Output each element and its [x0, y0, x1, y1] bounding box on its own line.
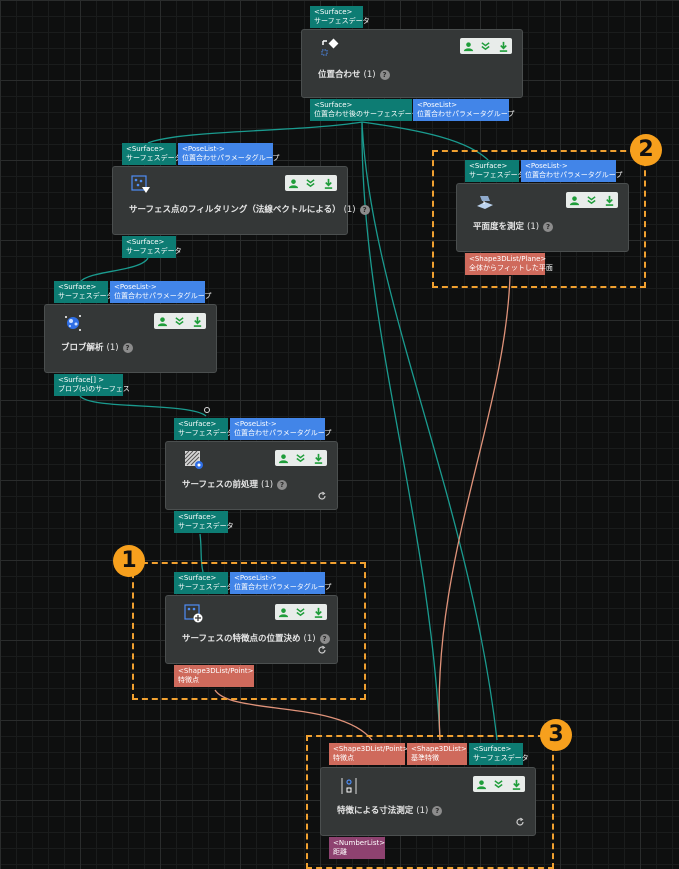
node-controls: [473, 776, 525, 792]
measure-input-port-surface[interactable]: <Surface> サーフェスデータ: [469, 743, 529, 765]
eye-icon[interactable]: [288, 178, 299, 189]
measure-input-port-shape[interactable]: <Shape3DList> 基準特徴: [407, 743, 467, 765]
node-title: ブロブ解析(1)?: [61, 341, 133, 353]
eye-icon[interactable]: [463, 41, 474, 52]
blob-input-port-surface[interactable]: <Surface> サーフェスデータ: [54, 281, 114, 303]
wire-filter-to-blob: [79, 257, 149, 283]
node-controls: [566, 192, 618, 208]
collapse-chevrons-icon[interactable]: [480, 41, 491, 52]
refresh-icon[interactable]: [515, 817, 525, 827]
preprocess-input-port-surface[interactable]: <Surface> サーフェスデータ: [174, 418, 234, 440]
eye-icon[interactable]: [278, 453, 289, 464]
blob-analysis-icon: [65, 315, 81, 331]
refresh-icon[interactable]: [317, 645, 327, 655]
node-measure[interactable]: 特徴による寸法測定(1)?: [320, 767, 536, 836]
download-arrow-icon[interactable]: [511, 779, 522, 790]
help-icon[interactable]: ?: [277, 479, 288, 490]
eye-icon[interactable]: [569, 195, 580, 206]
feature-output-port[interactable]: <Shape3DList/Point> 特徴点: [174, 665, 254, 687]
help-icon[interactable]: ?: [432, 805, 443, 816]
filter-input-port-surface[interactable]: <Surface> サーフェスデータ: [122, 143, 182, 165]
collapse-chevrons-icon[interactable]: [493, 779, 504, 790]
node-title: サーフェスの前処理(1)?: [182, 478, 288, 490]
eye-icon[interactable]: [278, 607, 289, 618]
collapse-chevrons-icon[interactable]: [295, 453, 306, 464]
help-icon[interactable]: ?: [122, 342, 133, 353]
download-arrow-icon[interactable]: [498, 41, 509, 52]
highlight-box-1: [132, 562, 366, 700]
node-blob[interactable]: ブロブ解析(1)?: [44, 304, 217, 373]
filter-output-port[interactable]: <Surface> サーフェスデータ: [122, 236, 182, 258]
badge-3: 3: [540, 719, 572, 751]
node-title: 位置合わせ(1)?: [318, 68, 390, 80]
wire-align-to-measure-b: [361, 121, 441, 741]
download-arrow-icon[interactable]: [192, 316, 203, 327]
collapse-chevrons-icon[interactable]: [586, 195, 597, 206]
badge-1: 1: [113, 545, 145, 577]
node-controls: [275, 450, 327, 466]
collapse-chevrons-icon[interactable]: [174, 316, 185, 327]
node-controls: [154, 313, 206, 329]
preprocess-output-port[interactable]: <Surface> サーフェスデータ: [174, 511, 234, 533]
feature-input-port-poselist[interactable]: <PoseList-> 位置合わせパラメータグループ: [230, 572, 331, 594]
highlight-box-2: [432, 150, 646, 288]
node-filter[interactable]: サーフェス点のフィルタリング（法線ベクトルによる）(1)?: [112, 166, 370, 235]
highlight-box-3: [306, 735, 554, 869]
node-align[interactable]: 位置合わせ(1)?: [301, 29, 523, 98]
node-title: サーフェスの特徴点の位置決め(1)?: [182, 632, 330, 644]
wire-align-to-filter: [147, 121, 363, 144]
measure-input-port-point[interactable]: <Shape3DList/Point> 特徴点: [329, 743, 408, 765]
badge-2: 2: [630, 134, 662, 166]
node-feature[interactable]: サーフェスの特徴点の位置決め(1)?: [165, 595, 338, 664]
node-controls: [275, 604, 327, 620]
flatness-input-port-surface[interactable]: <Surface> サーフェスデータ: [465, 160, 525, 182]
download-arrow-icon[interactable]: [323, 178, 334, 189]
refresh-icon[interactable]: [317, 491, 327, 501]
dimension-measure-icon: [341, 778, 357, 794]
blob-output-port[interactable]: <Surface[] > ブロブ(s)のサーフェス: [54, 374, 130, 396]
feature-point-icon: [184, 604, 203, 623]
node-title: 平面度を測定(1)?: [473, 220, 554, 232]
port-dot: [204, 407, 210, 413]
flatness-measure-icon: [477, 196, 493, 209]
feature-input-port-surface[interactable]: <Surface> サーフェスデータ: [174, 572, 234, 594]
download-arrow-icon[interactable]: [604, 195, 615, 206]
node-controls: [460, 38, 512, 54]
preprocess-input-port-poselist[interactable]: <PoseList-> 位置合わせパラメータグループ: [230, 418, 331, 440]
node-flatness[interactable]: 平面度を測定(1)?: [456, 183, 629, 252]
node-title: 特徴による寸法測定(1)?: [337, 804, 443, 816]
collapse-chevrons-icon[interactable]: [305, 178, 316, 189]
align-icon: [321, 38, 339, 56]
align-output-port-surface[interactable]: <Surface> 位置合わせ後のサーフェスデータ: [310, 99, 419, 121]
node-controls: [285, 175, 337, 191]
eye-icon[interactable]: [476, 779, 487, 790]
align-input-port[interactable]: <Surface> サーフェスデータ: [310, 6, 370, 28]
download-arrow-icon[interactable]: [313, 453, 324, 464]
help-icon[interactable]: ?: [379, 69, 390, 80]
flatness-input-port-poselist[interactable]: <PoseList-> 位置合わせパラメータグループ: [521, 160, 622, 182]
blob-input-port-poselist[interactable]: <PoseList-> 位置合わせパラメータグループ: [110, 281, 211, 303]
help-icon[interactable]: ?: [359, 204, 370, 215]
collapse-chevrons-icon[interactable]: [295, 607, 306, 618]
download-arrow-icon[interactable]: [313, 607, 324, 618]
help-icon[interactable]: ?: [319, 633, 330, 644]
filter-input-port-poselist[interactable]: <PoseList-> 位置合わせパラメータグループ: [178, 143, 279, 165]
preprocess-icon: [184, 450, 203, 469]
measure-output-port[interactable]: <NumberList> 距離: [329, 837, 385, 859]
filter-points-icon: [131, 175, 150, 193]
align-output-port-poselist[interactable]: <PoseList> 位置合わせパラメータグループ: [413, 99, 514, 121]
wire-blob-to-preprocess: [79, 395, 207, 417]
wire-flatness-to-measure: [438, 275, 511, 741]
eye-icon[interactable]: [157, 316, 168, 327]
node-preprocess[interactable]: サーフェスの前処理(1)?: [165, 441, 338, 510]
flatness-output-port[interactable]: <Shape3DList/Plane> 全体からフィットした平面: [465, 253, 553, 275]
node-title: サーフェス点のフィルタリング（法線ベクトルによる）(1)?: [129, 203, 370, 215]
help-icon[interactable]: ?: [543, 221, 554, 232]
